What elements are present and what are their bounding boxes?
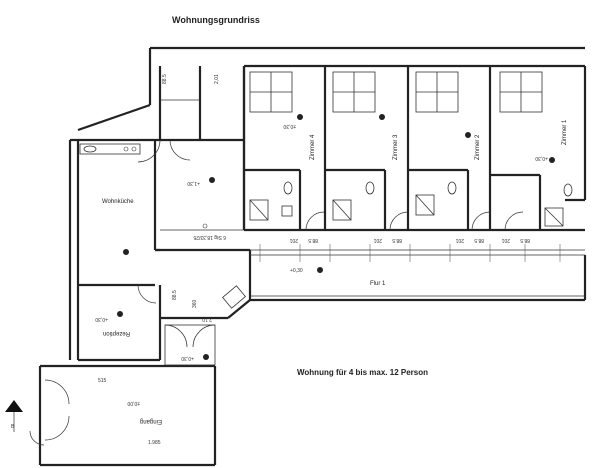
level-eingang: ±0,00 (127, 400, 140, 406)
room-wohnkueche: Wohnküche (79, 143, 141, 255)
door-entrance (44, 379, 70, 405)
shower-icon (332, 199, 352, 221)
shower-icon (415, 194, 435, 216)
shower-icon (249, 199, 269, 221)
hall-room: +1,30 6 Stg 18,33/25 (160, 177, 244, 240)
door-zimmer-3 (389, 211, 409, 231)
level-marker-icon (209, 177, 215, 183)
level-marker-icon (203, 354, 209, 360)
room-zimmer-2: Zimmer 2 (408, 66, 492, 232)
level-marker-icon (117, 311, 123, 317)
stairs-marker-icon (202, 223, 208, 229)
level-marker-icon (317, 267, 323, 273)
room-label-wohnkueche: Wohnküche (102, 199, 134, 205)
bed-icon (415, 71, 459, 113)
stove-icon (123, 146, 129, 152)
shower-icon (544, 207, 564, 227)
dimension-label: 88.5 (308, 237, 318, 243)
room-zimmer-4: Zimmer 4 ±0,30 (242, 66, 327, 232)
dimension-label: 201 (373, 237, 382, 243)
dimension-label: 201 (455, 237, 464, 243)
corridor: Flur 1 +0,30 (250, 244, 585, 297)
stove-icon (131, 146, 137, 152)
level-marker-icon (549, 157, 555, 163)
dimension-label: 360 (192, 299, 198, 308)
room-eingang: Eingang ±0,00 515 1.985 (29, 378, 162, 446)
toilet-icon (283, 181, 293, 195)
level-zimmer-1: +0,30 (535, 155, 548, 161)
door-entrance-outer (29, 430, 45, 446)
door-entrance (44, 415, 70, 441)
level-marker-icon (465, 132, 471, 138)
room-zimmer-3: Zimmer 3 (325, 66, 410, 232)
lobby: +0,30 360 2,10 (164, 285, 246, 366)
dimension-label: 88.5 (474, 237, 484, 243)
sink-icon (83, 145, 97, 153)
apartment-capacity: Wohnung für 4 bis max. 12 Person (297, 368, 428, 377)
level-hall: +1,30 (187, 180, 200, 186)
dimension-label: 2,10 (202, 316, 212, 322)
dimension-label: 2,01 (214, 74, 220, 84)
dimension-label: 88.5 (162, 74, 168, 84)
door-zimmer-1 (504, 211, 524, 231)
room-label-zimmer-4: Zimmer 4 (310, 134, 316, 160)
door-lobby-right (192, 324, 216, 348)
room-label-eingang: Eingang (140, 418, 162, 424)
toilet-icon (447, 181, 457, 195)
level-flur: +0,30 (290, 268, 303, 274)
dimension-label: 88.5 (520, 237, 530, 243)
room-label-rezeption: Rezeption (103, 330, 130, 336)
dimension-label: 201 (289, 237, 298, 243)
level-zimmer-4: ±0,30 (283, 123, 296, 129)
level-marker-icon (123, 249, 129, 255)
outer-walls (38, 46, 587, 467)
toilet-icon (563, 183, 573, 197)
dimension-label: 515 (98, 378, 107, 384)
plan-title: Wohnungsgrundriss (172, 15, 260, 25)
north-arrow-label: B (11, 424, 15, 430)
sink-icon (281, 205, 293, 217)
room-zimmer-1: Zimmer 1 +0,30 (490, 71, 585, 232)
door-storage (169, 139, 191, 161)
door-rezeption (137, 284, 157, 304)
level-rezeption: +0,30 (95, 316, 108, 322)
room-dimensions: 88.5 201 88.5 201 88.5 201 88.5 201 (289, 237, 530, 243)
north-arrow-icon: B (5, 400, 23, 432)
room-label-zimmer-1: Zimmer 1 (562, 119, 568, 145)
door-zimmer-2 (471, 211, 491, 231)
level-marker-icon (297, 114, 303, 120)
door-kitchen (137, 139, 161, 163)
dimension-label: 1.985 (148, 440, 161, 446)
room-label-zimmer-3: Zimmer 3 (393, 134, 399, 160)
bed-icon (332, 71, 376, 113)
toilet-icon (365, 181, 375, 195)
door-zimmer-4 (305, 211, 325, 231)
door-lobby-left (164, 324, 188, 348)
stairs-label: 6 Stg 18,33/25 (193, 234, 226, 240)
room-label-zimmer-2: Zimmer 2 (475, 134, 481, 160)
dimension-label: 88.5 (172, 290, 178, 300)
bed-icon (249, 71, 293, 113)
level-lobby: +0,30 (181, 355, 194, 361)
dimension-label: 201 (501, 237, 510, 243)
room-rezeption: Rezeption +0,30 88.5 (95, 284, 178, 336)
upper-left-rooms: 88.5 2,01 (137, 74, 220, 163)
bed-icon (499, 71, 543, 113)
level-marker-icon (379, 114, 385, 120)
dimension-label: 88.5 (392, 237, 402, 243)
room-label-flur: Flur 1 (370, 281, 386, 287)
